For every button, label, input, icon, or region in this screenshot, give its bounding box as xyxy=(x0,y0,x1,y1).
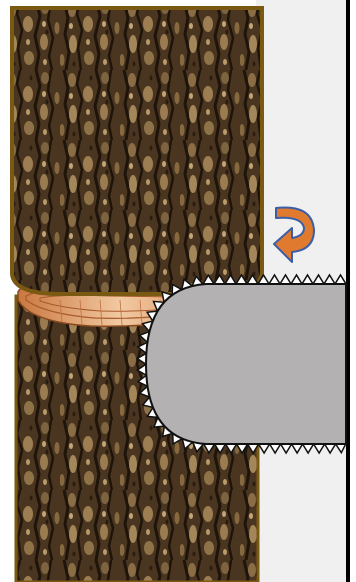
panel-right-margin xyxy=(350,0,356,582)
chainsaw-bar xyxy=(137,275,346,453)
upper-trunk xyxy=(12,8,262,294)
saw-body xyxy=(146,284,346,444)
